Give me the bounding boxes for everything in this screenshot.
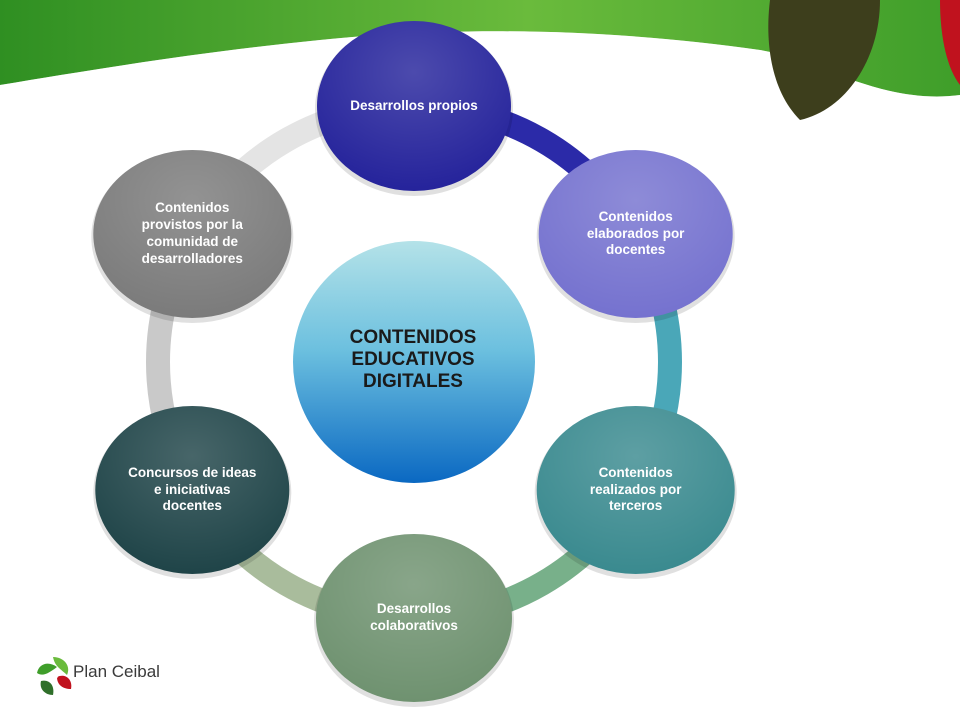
center-circle — [293, 241, 535, 483]
cycle-node-concursos-ideas — [93, 406, 292, 579]
cycle-nodes — [91, 21, 737, 707]
cycle-node-desarrollos-propios — [315, 21, 513, 196]
node-label-provistos-comunidad: Contenidos provistos por la comunidad de… — [141, 200, 243, 266]
plan-ceibal-logo-icon — [37, 657, 72, 695]
node-label-realizados-terceros: Contenidos realizados por terceros — [589, 464, 682, 514]
plan-ceibal-logo-text: Plan Ceibal — [73, 662, 160, 681]
node-shine — [538, 150, 733, 318]
node-label-desarrollos-propios: Desarrollos propios — [350, 97, 478, 113]
cycle-node-provistos-comunidad — [91, 150, 294, 323]
cycle-node-realizados-terceros — [534, 406, 737, 579]
cycle-node-desarrollos-colaborativos — [314, 534, 514, 707]
center-label: CONTENIDOS EDUCATIVOS DIGITALES — [300, 270, 526, 450]
node-label-elaborados-docentes: Contenidos elaborados por docentes — [586, 208, 685, 258]
node-shine — [536, 406, 735, 574]
node-shine — [93, 150, 292, 318]
node-shine — [317, 21, 511, 191]
accent-red-shape — [940, 0, 960, 85]
center-label-text: CONTENIDOS EDUCATIVOS DIGITALES — [349, 327, 477, 392]
header-banner — [0, 0, 960, 132]
node-shine — [316, 534, 512, 702]
node-label-desarrollos-colaborativos: Desarrollos colaborativos — [370, 601, 458, 633]
center-circle-shape — [293, 241, 535, 483]
node-shine — [95, 406, 290, 574]
node-label-concursos-ideas: Concursos de ideas e iniciativas docente… — [128, 464, 257, 514]
cycle-node-elaborados-docentes — [536, 150, 735, 323]
